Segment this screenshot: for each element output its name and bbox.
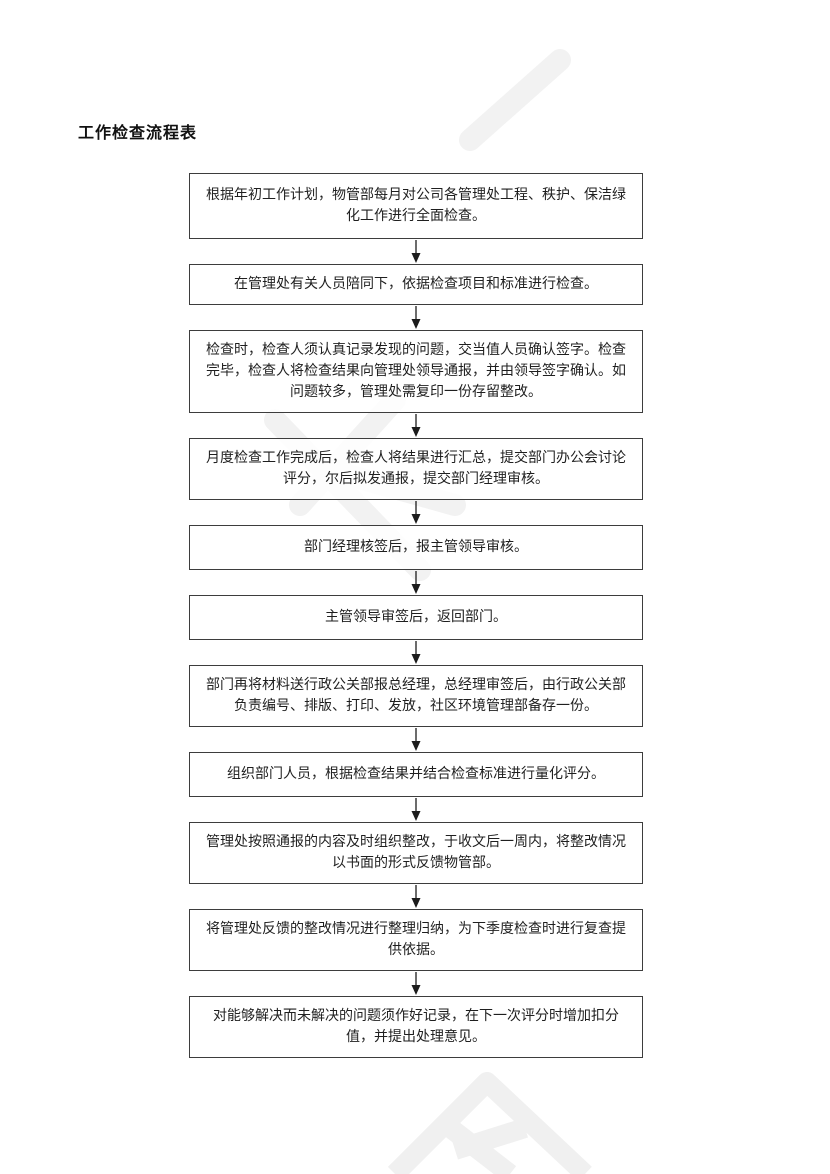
flow-step-10: 将管理处反馈的整改情况进行整理归纳，为下季度检查时进行复查提供依据。 (189, 909, 643, 971)
down-arrow-icon (411, 798, 421, 821)
flow-step-7: 部门再将材料送行政公关部报总经理，总经理审签后，由行政公关部负责编号、排版、打印… (189, 665, 643, 727)
down-arrow-icon (411, 641, 421, 664)
down-arrow-icon (411, 728, 421, 751)
flow-step-2: 在管理处有关人员陪同下，依据检查项目和标准进行检查。 (189, 264, 643, 305)
down-arrow-icon (411, 414, 421, 437)
flow-step-4: 月度检查工作完成后，检查人将结果进行汇总，提交部门办公会讨论评分，尔后拟发通报，… (189, 438, 643, 500)
work-inspection-flowchart: 根据年初工作计划，物管部每月对公司各管理处工程、秩护、保洁绿化工作进行全面检查。… (189, 173, 643, 1058)
flow-step-6: 主管领导审签后，返回部门。 (189, 595, 643, 640)
down-arrow-icon (411, 240, 421, 263)
down-arrow-icon (411, 571, 421, 594)
page-title: 工作检查流程表 (78, 123, 198, 142)
flow-step-3: 检查时，检查人须认真记录发现的问题，交当值人员确认签字。检查完毕，检查人将检查结… (189, 330, 643, 413)
down-arrow-icon (411, 501, 421, 524)
flow-step-9: 管理处按照通报的内容及时组织整改，于收文后一周内，将整改情况以书面的形式反馈物管… (189, 822, 643, 884)
flow-step-11: 对能够解决而未解决的问题须作好记录，在下一次评分时增加扣分值，并提出处理意见。 (189, 996, 643, 1058)
flow-step-5: 部门经理核签后，报主管领导审核。 (189, 525, 643, 570)
down-arrow-icon (411, 306, 421, 329)
flow-step-8: 组织部门人员，根据检查结果并结合检查标准进行量化评分。 (189, 752, 643, 797)
down-arrow-icon (411, 885, 421, 908)
down-arrow-icon (411, 972, 421, 995)
flow-step-1: 根据年初工作计划，物管部每月对公司各管理处工程、秩护、保洁绿化工作进行全面检查。 (189, 173, 643, 239)
